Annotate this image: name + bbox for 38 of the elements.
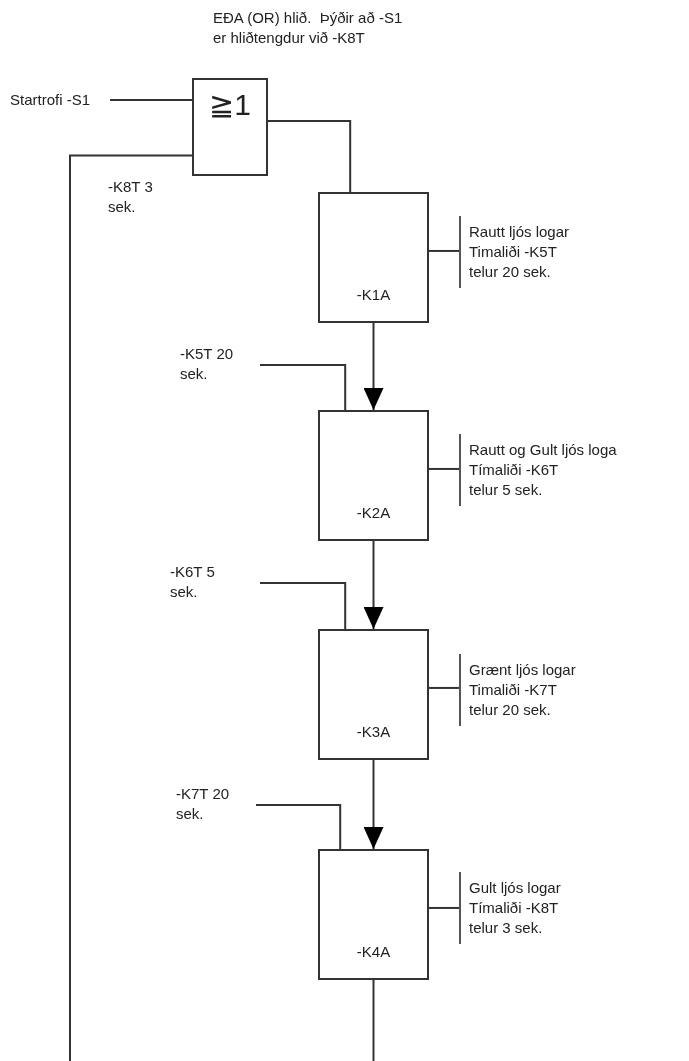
condition-text: -K6T 5 sek. bbox=[170, 562, 216, 602]
timer-text: Tímaliði -K6T telur 5 sek. bbox=[469, 460, 559, 500]
connector-line bbox=[109, 99, 193, 101]
step-label: -K3A bbox=[356, 722, 391, 742]
connector-line bbox=[255, 804, 342, 850]
transition-condition-text: -K8T 3 sek. bbox=[108, 177, 154, 217]
timer-text: Timaliði -K5T telur 20 sek. bbox=[469, 242, 558, 282]
step-label: -K4A bbox=[356, 942, 391, 962]
condition-text: -K5T 20 sek. bbox=[180, 344, 234, 384]
connector-line bbox=[69, 154, 193, 1061]
gate-note: EÐA (OR) hlið. Þýðir að -S1 er hliðtengdur við -K8T bbox=[213, 8, 404, 48]
timer-text: Tímaliði -K8T telur 3 sek. bbox=[469, 898, 559, 938]
step-label: -K1A bbox=[356, 285, 391, 305]
arrow bbox=[363, 540, 384, 630]
arrow bbox=[363, 759, 384, 850]
step-box bbox=[318, 410, 429, 541]
action-text: Rautt ljós logar bbox=[469, 222, 571, 242]
step-label: -K2A bbox=[356, 503, 391, 523]
connector-line bbox=[267, 120, 352, 193]
step-box bbox=[318, 629, 429, 760]
arrow bbox=[363, 322, 384, 411]
action-text: Grænt ljós logar bbox=[469, 660, 577, 680]
step-box bbox=[318, 192, 429, 323]
step-box bbox=[318, 849, 429, 980]
input-text: Startrofi -S1 bbox=[10, 90, 92, 110]
condition-text: -K7T 20 sek. bbox=[176, 784, 230, 824]
gate-symbol: ≧1 bbox=[209, 90, 251, 123]
action-text: Rautt og Gult ljós loga bbox=[469, 440, 618, 460]
timer-text: Timaliði -K7T telur 20 sek. bbox=[469, 680, 558, 720]
connector-line bbox=[259, 364, 347, 411]
connector-line bbox=[428, 249, 460, 252]
connector-line bbox=[372, 979, 375, 1061]
connector-line bbox=[428, 686, 460, 689]
connector-line bbox=[259, 582, 347, 630]
connector-line bbox=[428, 467, 460, 470]
action-text: Gult ljós logar bbox=[469, 878, 562, 898]
or-gate-box bbox=[192, 78, 268, 176]
connector-line bbox=[428, 906, 460, 909]
